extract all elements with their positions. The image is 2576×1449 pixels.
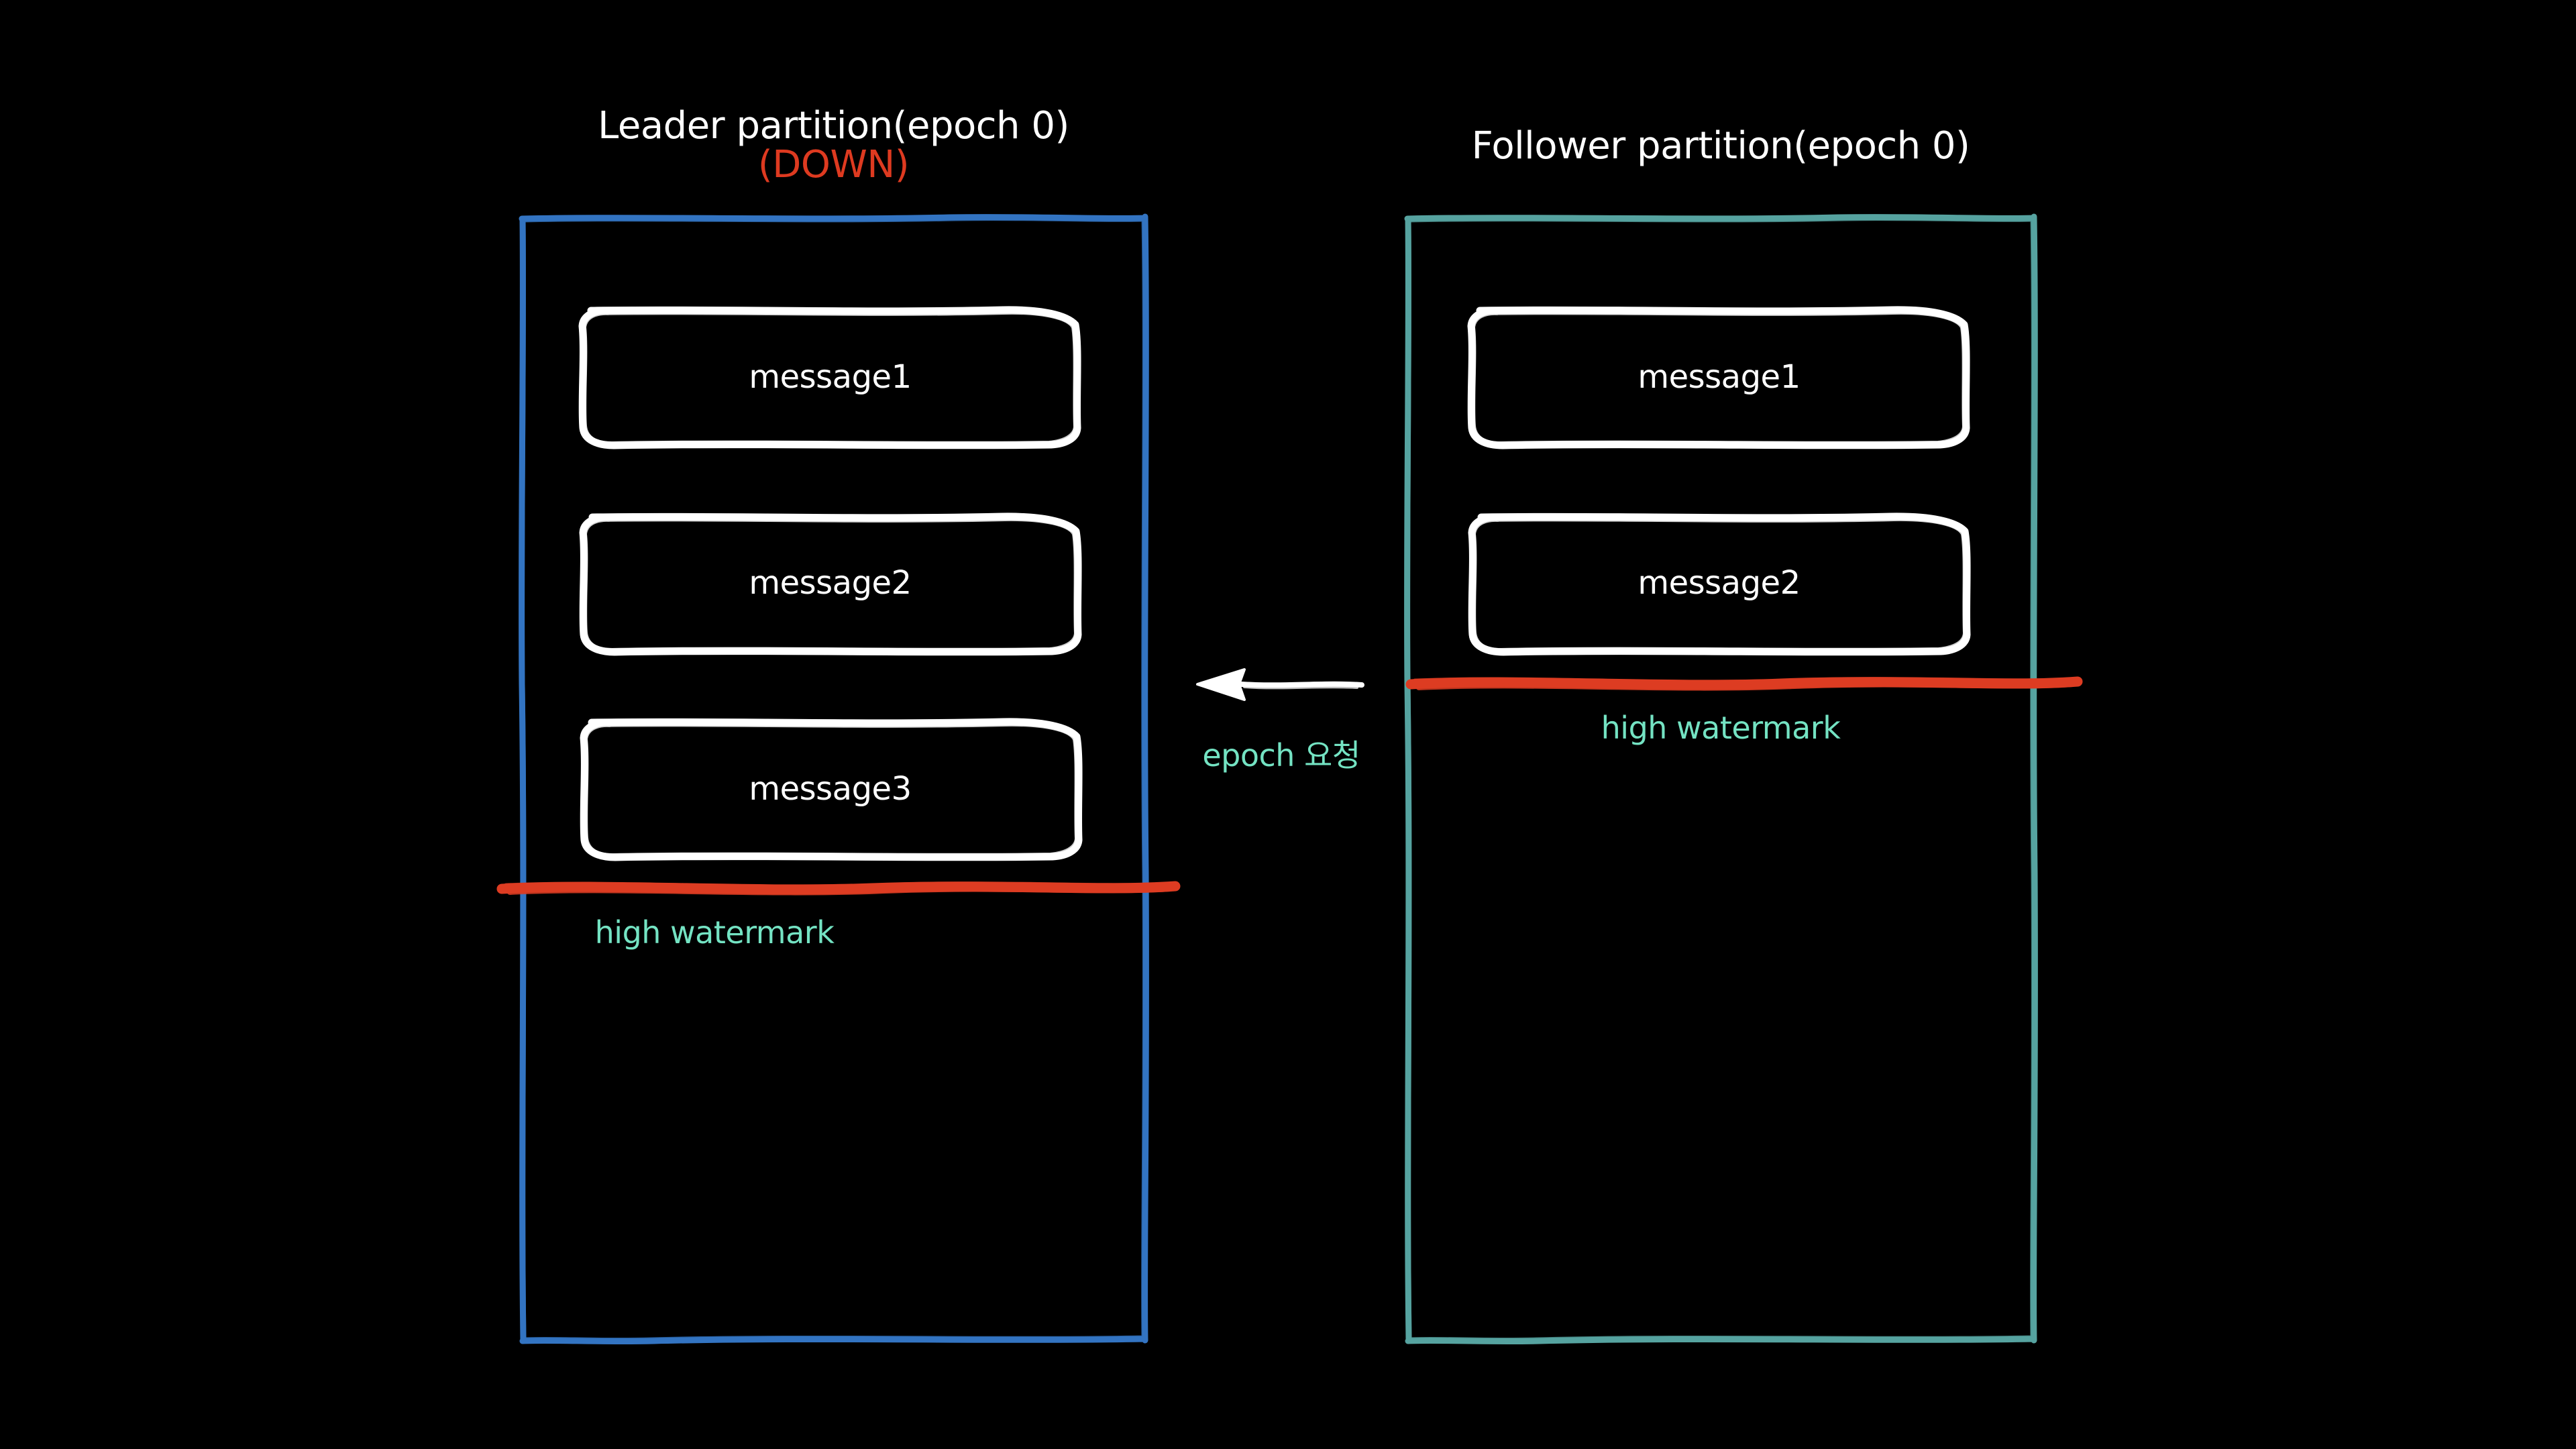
follower-partition-frame bbox=[1404, 213, 2038, 1345]
follower-high-watermark-label: high watermark bbox=[1601, 710, 1841, 746]
leader-message-box-1[interactable]: message1 bbox=[574, 306, 1087, 449]
follower-message-label-2: message2 bbox=[1638, 564, 1801, 602]
follower-high-watermark-line bbox=[1405, 671, 2083, 695]
leader-high-watermark-label: high watermark bbox=[594, 914, 835, 951]
leader-message-label-3: message3 bbox=[749, 770, 912, 808]
leader-title: Leader partition(epoch 0) bbox=[598, 104, 1069, 148]
follower-message-label-1: message1 bbox=[1638, 358, 1801, 396]
epoch-request-label: epoch 요청 bbox=[1202, 737, 1360, 773]
epoch-request-arrow-icon bbox=[1191, 664, 1365, 704]
follower-partition-container[interactable]: message1 message2 bbox=[1404, 213, 2038, 1345]
leader-partition-container[interactable]: message1 message2 message3 bbox=[519, 213, 1149, 1345]
leader-message-label-2: message2 bbox=[749, 564, 912, 602]
follower-message-box-2[interactable]: message2 bbox=[1462, 513, 1976, 656]
leader-high-watermark-line bbox=[496, 875, 1181, 900]
leader-message-box-3[interactable]: message3 bbox=[574, 718, 1087, 861]
follower-message-box-1[interactable]: message1 bbox=[1462, 306, 1976, 449]
leader-message-box-2[interactable]: message2 bbox=[574, 513, 1087, 656]
leader-partition-frame bbox=[519, 213, 1149, 1345]
leader-message-label-1: message1 bbox=[749, 358, 912, 396]
leader-status-badge: (DOWN) bbox=[757, 143, 910, 186]
follower-title: Follower partition(epoch 0) bbox=[1471, 124, 1970, 168]
